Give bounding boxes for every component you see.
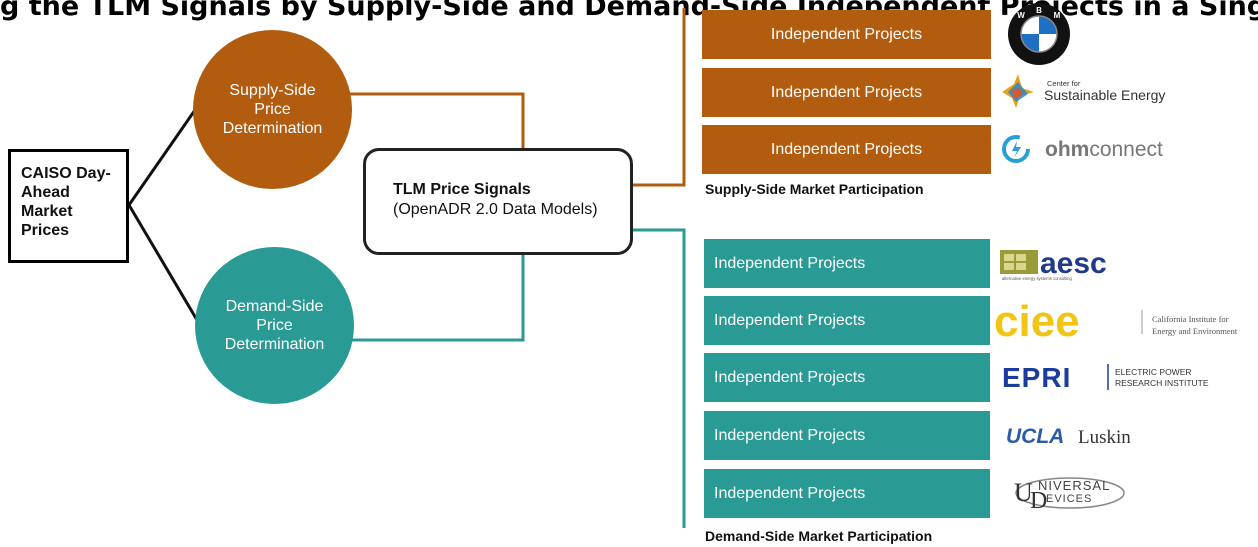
demand-circle-line2: Price xyxy=(256,317,293,334)
tlm-subtitle: (OpenADR 2.0 Data Models) xyxy=(393,201,598,218)
supply-project-3: Independent Projects xyxy=(702,125,991,174)
bmw-letter-m: M xyxy=(1054,11,1061,20)
bmw-letter-b: B xyxy=(1036,6,1042,15)
demand-circle-line3: Determination xyxy=(224,336,325,353)
ucla-serif: Luskin xyxy=(1078,427,1131,448)
epri-mark: EPRI xyxy=(1002,362,1071,393)
ciee-logo: ciee California Institute for Energy and… xyxy=(994,300,1238,342)
cse-small-text: Center for xyxy=(1047,79,1081,88)
ud-word1: NIVERSAL xyxy=(1038,478,1110,493)
connector-caiso-to-demand xyxy=(127,204,199,321)
ud-word2: EVICES xyxy=(1046,493,1092,505)
center-for-sustainable-energy-logo: Center for Sustainable Energy xyxy=(1002,74,1165,108)
ciee-line1: California Institute for xyxy=(1152,314,1229,324)
demand-caption: Demand-Side Market Participation xyxy=(705,528,933,544)
bmw-letter-w: W xyxy=(1017,11,1025,20)
cse-big-text: Sustainable Energy xyxy=(1044,87,1165,103)
epri-line2: RESEARCH INSTITUTE xyxy=(1115,378,1209,388)
caiso-price-box: CAISO Day-Ahead Market Prices xyxy=(8,149,129,263)
supply-circle-line3: Determination xyxy=(222,120,323,137)
epri-logo: EPRI ELECTRIC POWER RESEARCH INSTITUTE xyxy=(1002,362,1209,393)
ohmconnect-logo: ohmconnect xyxy=(1002,135,1163,163)
demand-circle-line1: Demand-Side xyxy=(225,298,324,315)
svg-text:U: U xyxy=(1014,478,1033,507)
svg-text:ohmconnect: ohmconnect xyxy=(1045,138,1163,161)
connector-tlm-to-demand-bus xyxy=(633,228,686,528)
supply-side-price-circle: Supply-Side Price Determination xyxy=(193,30,352,189)
supply-caption: Supply-Side Market Participation xyxy=(705,181,924,197)
connector-tlm-to-supply-bus xyxy=(633,8,686,187)
supply-project-2: Independent Projects xyxy=(702,68,991,117)
supply-project-1: Independent Projects xyxy=(702,10,991,59)
universal-devices-logo: U D NIVERSAL EVICES xyxy=(1014,477,1125,514)
ciee-line2: Energy and Environment xyxy=(1152,326,1238,336)
demand-project-3: Independent Projects xyxy=(704,353,990,402)
ohm-bold: ohm xyxy=(1045,138,1089,161)
demand-side-price-circle: Demand-Side Price Determination xyxy=(195,247,354,404)
ciee-mark: ciee xyxy=(994,300,1080,342)
supply-circle-line1: Supply-Side xyxy=(229,82,316,99)
tlm-title: TLM Price Signals xyxy=(393,181,531,198)
demand-project-5: Independent Projects xyxy=(704,469,990,518)
demand-project-2: Independent Projects xyxy=(704,296,990,345)
connector-supply-to-tlm xyxy=(350,92,525,148)
connector-demand-to-tlm xyxy=(352,255,525,342)
connector-caiso-to-supply xyxy=(127,109,197,206)
ohm-light: connect xyxy=(1089,138,1163,161)
ucla-luskin-logo: UCLA Luskin xyxy=(1006,425,1131,448)
bmw-logo: B M W xyxy=(1008,3,1070,65)
tlm-price-signals-box: TLM Price Signals (OpenADR 2.0 Data Mode… xyxy=(363,148,633,255)
aesc-tagline: alternative energy systems consulting xyxy=(1002,276,1072,281)
svg-text:D: D xyxy=(1030,488,1047,514)
aesc-text: aesc xyxy=(1040,247,1107,280)
demand-project-4: Independent Projects xyxy=(704,411,990,460)
epri-line1: ELECTRIC POWER xyxy=(1115,367,1192,377)
supply-circle-line2: Price xyxy=(254,101,291,118)
demand-project-1: Independent Projects xyxy=(704,239,990,288)
aesc-logo: aesc alternative energy systems consulti… xyxy=(1000,247,1107,281)
ucla-bold: UCLA xyxy=(1006,425,1064,448)
